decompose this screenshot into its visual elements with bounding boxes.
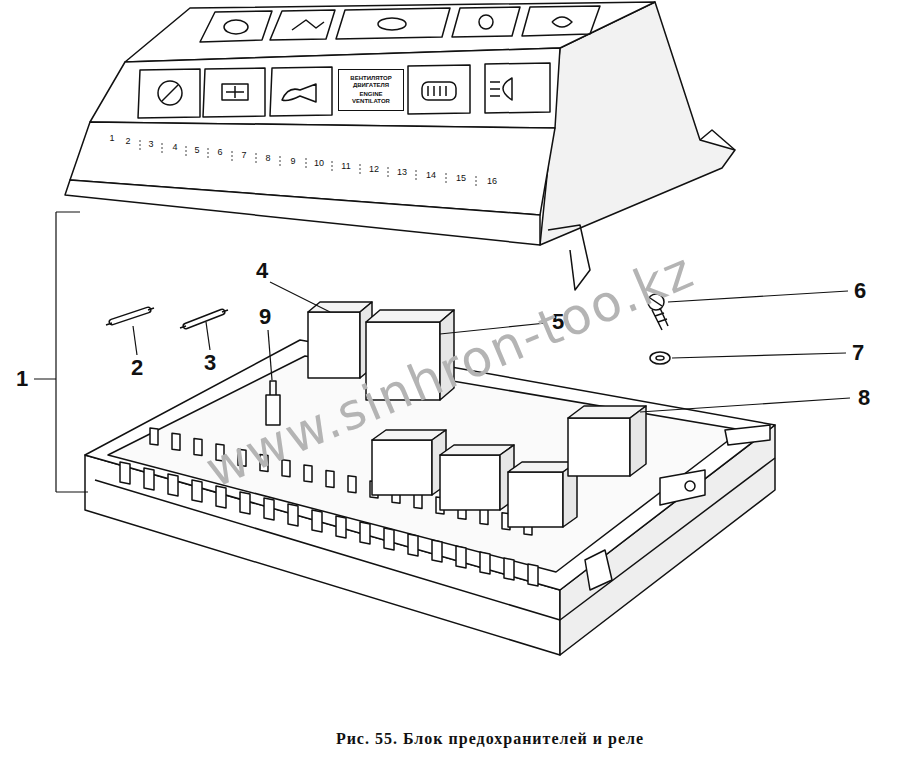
fuse-number: 14 <box>426 171 436 180</box>
fuse-terminal <box>312 510 322 532</box>
label-plate: ВЕНТИЛЯТОР ДВИГАТЕЛЯ ENGINE VENTILATOR <box>338 69 404 111</box>
fuse-terminal <box>408 534 418 556</box>
fuse-blade <box>304 465 312 482</box>
fuse-terminal <box>120 462 130 484</box>
fuse-number: 4 <box>172 143 177 152</box>
fuse-number: 8 <box>265 154 270 163</box>
fuse-terminal <box>192 480 202 502</box>
plate-text: ENGINE VENTILATOR <box>341 91 401 105</box>
fuse-number: 10 <box>314 159 324 168</box>
relay <box>366 310 454 322</box>
fuse-terminal <box>480 552 490 574</box>
fuse-terminal <box>432 540 442 562</box>
fuse-number: 2 <box>125 137 130 146</box>
callout-number: 2 <box>131 357 143 379</box>
callout-number: 7 <box>852 342 864 364</box>
fuse-number: 5 <box>194 146 199 155</box>
callout-number: 3 <box>204 352 216 374</box>
fuse-number: 9 <box>290 157 295 166</box>
callout-number: 4 <box>256 260 268 282</box>
fuse-blade <box>150 428 158 445</box>
fuse-number: 6 <box>217 148 222 157</box>
fuse-number: 11 <box>341 162 350 171</box>
fuse-number: 7 <box>241 151 246 160</box>
callout-number: 8 <box>858 387 870 409</box>
relay <box>308 312 360 378</box>
fuse-number: 3 <box>148 140 153 149</box>
fuse-number: 12 <box>369 165 379 174</box>
loose-fuses <box>106 308 228 328</box>
fuse-terminal <box>288 504 298 526</box>
fuse-terminal <box>360 522 370 544</box>
fuse-terminal <box>528 564 538 586</box>
fuse-blade <box>172 433 180 450</box>
relay <box>508 472 563 527</box>
fuse-blade <box>326 470 334 487</box>
fuse-terminal <box>168 474 178 496</box>
relay <box>440 455 500 510</box>
fuse-terminal <box>384 528 394 550</box>
cover <box>65 2 735 290</box>
relay <box>372 440 432 495</box>
fuse-number: 1 <box>109 134 114 143</box>
fuse-terminal <box>264 498 274 520</box>
callout-number: 1 <box>16 368 28 390</box>
callout-number: 6 <box>854 280 866 302</box>
plate-text: ВЕНТИЛЯТОР ДВИГАТЕЛЯ <box>341 75 401 89</box>
callout-number: 9 <box>259 306 271 328</box>
figure-caption: Рис. 55. Блок предохранителей и реле <box>336 731 644 747</box>
fuse-terminal <box>456 546 466 568</box>
fuse-terminal <box>240 492 250 514</box>
relay <box>630 406 646 476</box>
relay <box>568 418 630 476</box>
fuse-terminal <box>504 558 514 580</box>
fuse-number: 13 <box>397 168 407 177</box>
fuse-terminal <box>336 516 346 538</box>
fuse-number: 15 <box>456 174 466 183</box>
fuse-terminal <box>144 468 154 490</box>
fuse-number: 16 <box>487 177 497 186</box>
fuse-blade <box>348 476 356 493</box>
